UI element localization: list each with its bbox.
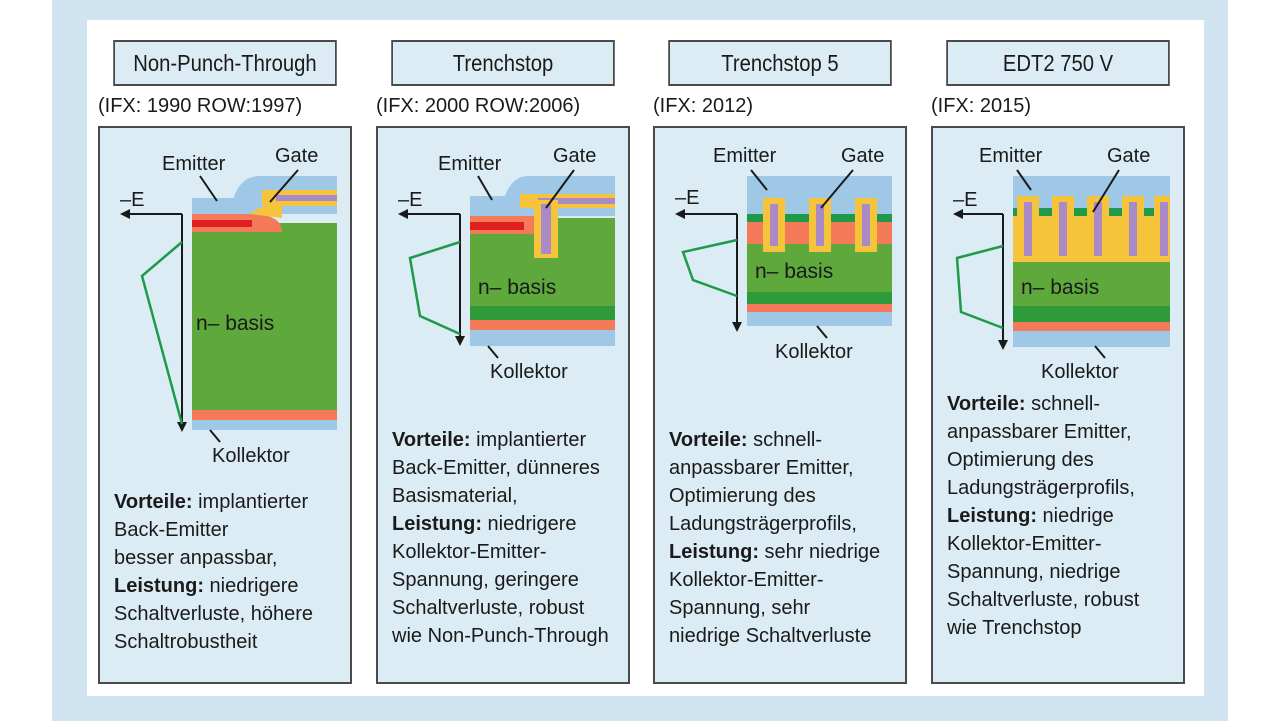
column-date: (IFX: 2000 ROW:2006) <box>376 95 581 117</box>
trench-gate-4 <box>1129 202 1137 256</box>
collector-oxide-layer <box>1013 331 1170 347</box>
basis-label: n– basis <box>478 276 556 299</box>
trench-gate-2 <box>816 204 824 246</box>
emitter-pointer <box>477 175 493 201</box>
field-arrow-left <box>398 209 408 219</box>
collector-pointer <box>209 429 221 443</box>
basis-label: n– basis <box>1021 276 1099 299</box>
basis-label: n– basis <box>755 260 833 283</box>
field-profile <box>140 241 184 425</box>
field-arrow-down <box>998 340 1008 350</box>
field-profile <box>681 238 738 298</box>
trenchstop5-structure-diagram: Emitter Gate –E n– basis Kollektor <box>675 145 892 363</box>
trench-gate-3 <box>1094 202 1102 256</box>
trenchstop-structure-diagram: Emitter Gate –E n– basis Kollektor <box>398 145 615 383</box>
n-basis-region <box>192 223 337 413</box>
trench-gates <box>763 198 877 252</box>
column-panel: Emitter Gate –E n– basis Kollektor Vorte… <box>376 126 630 684</box>
basis-label: n– basis <box>196 312 274 335</box>
column-description: Vorteile: implantierter Back-Emitter bes… <box>114 491 314 653</box>
gate-electrode <box>276 195 337 201</box>
collector-label: Kollektor <box>212 445 290 467</box>
field-arrow-down <box>732 322 742 332</box>
column-title: Trenchstop 5 <box>668 40 892 86</box>
gate-step <box>250 206 282 218</box>
gate-pointer <box>820 169 854 209</box>
collector-layer <box>1013 322 1170 331</box>
field-stop-layer <box>747 292 892 304</box>
emitter-label: Emitter <box>713 145 777 167</box>
trench-gate-1 <box>1024 202 1032 256</box>
field-label: –E <box>953 189 977 211</box>
field-profile <box>955 244 1004 330</box>
gate-pointer <box>1092 169 1120 213</box>
column-description: Vorteile: schnell- anpassbarer Emitter, … <box>669 429 881 647</box>
field-arrow-left <box>120 209 130 219</box>
column-panel: Emitter Gate –E n– basis Kollektor Vorte… <box>98 126 352 684</box>
collector-oxide-layer <box>470 330 615 346</box>
gate-electrode <box>538 198 615 204</box>
column-date: (IFX: 2012) <box>653 95 754 117</box>
trench-gates <box>1017 196 1170 262</box>
column-title: EDT2 750 V <box>946 40 1170 86</box>
collector-pointer <box>816 325 828 339</box>
field-arrow-down <box>455 336 465 346</box>
n-basis-region <box>747 244 892 294</box>
column-panel: Emitter Gate –E n– basis Kollektor Vorte… <box>653 126 907 684</box>
trench-gate-5 <box>1160 202 1168 256</box>
collector-layer <box>470 320 615 330</box>
gate-label: Gate <box>275 145 318 167</box>
edt2-structure-diagram: Emitter Gate –E n– basis Kollektor <box>953 145 1170 383</box>
emitter-region <box>192 220 252 227</box>
field-arrow-left <box>675 209 685 219</box>
collector-pointer <box>1094 345 1106 359</box>
gate-pointer <box>545 169 575 209</box>
field-profile <box>408 240 461 336</box>
field-label: –E <box>675 187 699 209</box>
column-description: Vorteile: implantierter Back-Emitter, dü… <box>392 429 609 647</box>
emitter-label: Emitter <box>162 153 226 175</box>
emitter-label: Emitter <box>979 145 1043 167</box>
collector-layer <box>192 410 337 420</box>
column-title: Trenchstop <box>391 40 615 86</box>
collector-label: Kollektor <box>775 341 853 363</box>
collector-oxide-layer <box>192 420 337 430</box>
n-basis-region <box>1013 262 1170 308</box>
npt-structure-diagram: Emitter Gate –E n– basis Kollektor <box>120 145 337 467</box>
field-stop-layer <box>1013 306 1170 322</box>
trench-gate-1 <box>770 204 778 246</box>
emitter-pointer <box>1016 169 1032 191</box>
emitter-region <box>470 222 524 230</box>
emitter-label: Emitter <box>438 153 502 175</box>
trench-gate-2 <box>1059 202 1067 256</box>
collector-layer <box>747 304 892 312</box>
field-stop-layer <box>470 306 615 320</box>
emitter-pointer <box>750 169 768 191</box>
column-title: Non-Punch-Through <box>113 40 337 86</box>
field-arrow-down <box>177 422 187 432</box>
trench-gate <box>541 204 551 254</box>
collector-label: Kollektor <box>490 361 568 383</box>
gate-label: Gate <box>841 145 884 167</box>
field-label: –E <box>398 189 422 211</box>
field-arrow-left <box>953 209 963 219</box>
gate-pointer <box>269 169 299 203</box>
column-panel: Emitter Gate –E n– basis Kollektor Vorte… <box>931 126 1185 684</box>
collector-pointer <box>487 345 499 359</box>
column-description: Vorteile: schnell- anpassbarer Emitter, … <box>947 393 1140 639</box>
gate-label: Gate <box>1107 145 1150 167</box>
field-label: –E <box>120 189 144 211</box>
trench-gate-3 <box>862 204 870 246</box>
gate-label: Gate <box>553 145 596 167</box>
collector-oxide-layer <box>747 312 892 326</box>
emitter-pointer <box>199 175 218 202</box>
collector-label: Kollektor <box>1041 361 1119 383</box>
column-date: (IFX: 1990 ROW:1997) <box>98 95 303 117</box>
column-date: (IFX: 2015) <box>931 95 1032 117</box>
